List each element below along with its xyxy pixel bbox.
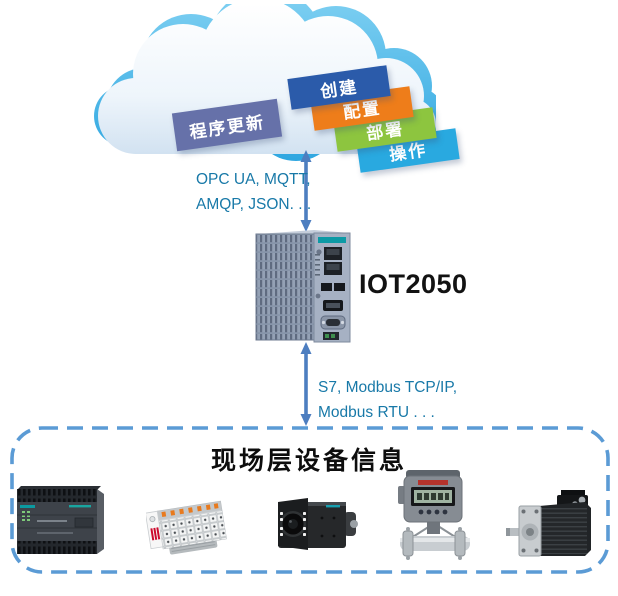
remote-io-module-icon: [146, 500, 227, 555]
cloud-gateway-arrow: [300, 150, 312, 232]
plc-s7-1200-icon: [17, 486, 104, 554]
upper-protocols-line2: AMQP, JSON. . .: [196, 196, 312, 213]
servo-motor-icon: [506, 490, 591, 557]
gateway-label: IOT2050: [359, 269, 468, 299]
iot2050-gateway-icon: [255, 230, 351, 343]
lower-protocols-line1: S7, Modbus TCP/IP,: [318, 379, 458, 396]
field-devices-box: [10, 426, 610, 574]
upper-protocols-line1: OPC UA, MQTT,: [196, 171, 311, 188]
lower-protocols-line2: Modbus RTU . . .: [318, 404, 435, 421]
lower-protocols-text: S7, Modbus TCP/IP, Modbus RTU . . .: [318, 375, 457, 425]
gateway-field-arrow: [300, 342, 312, 426]
vision-camera-icon: [278, 498, 358, 550]
flow-meter-icon: [398, 470, 470, 560]
field-box-title: 现场层设备信息: [210, 447, 407, 475]
upper-protocols-text: OPC UA, MQTT, AMQP, JSON. . .: [196, 167, 311, 217]
